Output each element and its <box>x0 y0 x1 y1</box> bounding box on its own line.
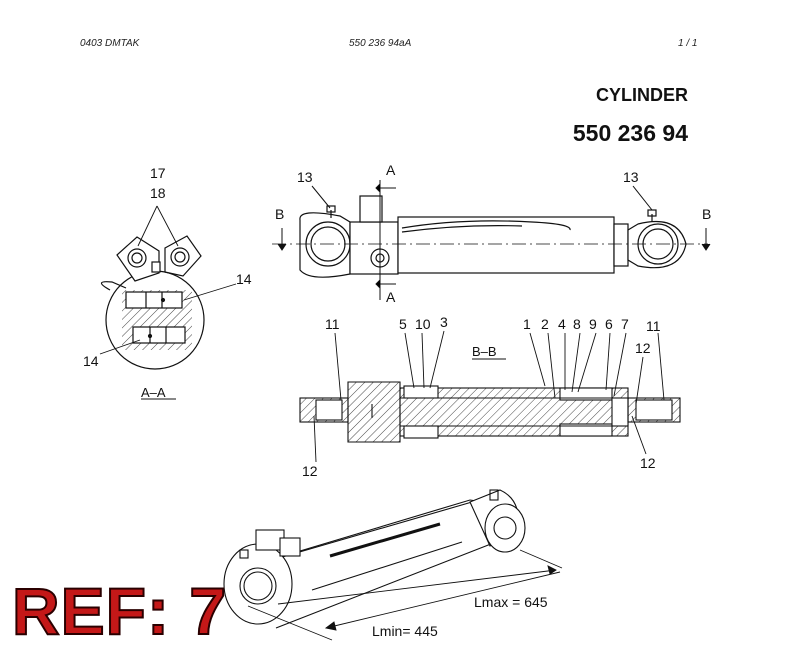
callout-4: 4 <box>558 316 566 332</box>
section-mark-a-bottom: A <box>386 289 396 305</box>
callout-2: 2 <box>541 316 549 332</box>
dimension-lines <box>277 565 561 631</box>
callout-11-left: 11 <box>325 316 340 332</box>
callout-6: 6 <box>605 316 613 332</box>
callout-3: 3 <box>440 314 448 330</box>
dimension-lmax: Lmax = 645 <box>474 594 548 610</box>
callout-14-lower: 14 <box>83 353 99 369</box>
callout-9: 9 <box>589 316 597 332</box>
header-page: 1 / 1 <box>678 38 698 49</box>
section-bb-view <box>299 381 681 443</box>
header-code: 0403 DMTAK <box>80 38 140 49</box>
section-mark-b-left: B <box>275 206 284 222</box>
callout-1: 1 <box>523 316 531 332</box>
section-markers <box>277 180 711 300</box>
callout-5: 5 <box>399 316 407 332</box>
callout-18: 18 <box>150 185 166 201</box>
dimension-lmin: Lmin= 445 <box>372 623 438 639</box>
isometric-view <box>223 489 563 641</box>
ref-label: REF: 7 <box>11 574 228 648</box>
section-aa-label: A–A <box>141 385 166 400</box>
section-mark-b-right: B <box>702 206 711 222</box>
callout-12-lower-right: 12 <box>640 455 656 471</box>
callout-12-lower-left: 12 <box>302 463 318 479</box>
callout-14-upper: 14 <box>236 271 252 287</box>
section-aa-leaders <box>99 205 237 400</box>
callout-10: 10 <box>415 316 431 332</box>
callout-11-right: 11 <box>646 318 661 334</box>
callout-7: 7 <box>621 316 629 332</box>
side-view-cylinder <box>272 195 708 278</box>
callout-12-upper-right: 12 <box>635 340 651 356</box>
callout-13-left: 13 <box>297 169 313 185</box>
section-bb-label: B–B <box>472 344 497 359</box>
callout-17: 17 <box>150 165 166 181</box>
section-aa-view <box>100 235 205 370</box>
section-bb-leaders <box>313 330 665 463</box>
part-number: 550 236 94 <box>572 120 688 146</box>
callout-8: 8 <box>573 316 581 332</box>
callout-13-right: 13 <box>623 169 639 185</box>
part-name: CYLINDER <box>595 85 688 105</box>
section-mark-a-top: A <box>386 162 396 178</box>
header-drawing-id: 550 236 94aA <box>349 38 412 49</box>
